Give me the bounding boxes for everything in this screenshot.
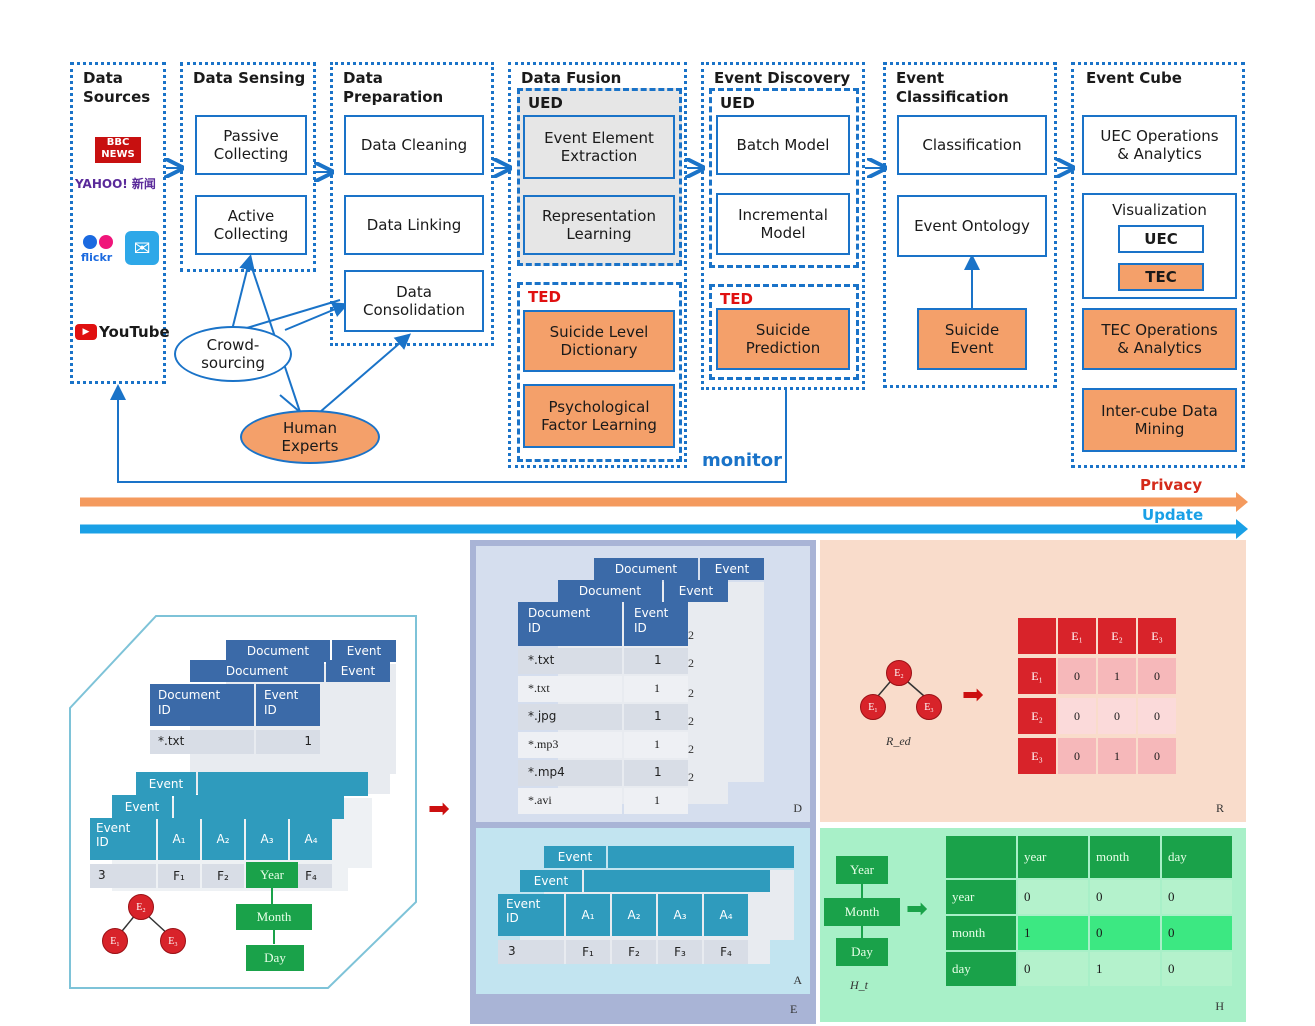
panel-e-label: E <box>790 1002 798 1016</box>
monitor-label: monitor <box>702 450 782 471</box>
data-preparation-title: Data Preparation <box>343 69 444 106</box>
representation-learning-box: Representation Learning <box>523 195 675 255</box>
transform-arrow-icon: ➡ <box>428 794 450 824</box>
data-sensing-title: Data Sensing <box>193 69 306 87</box>
passive-collecting-box: Passive Collecting <box>195 115 307 175</box>
fusion-ted-group: TED <box>517 282 682 462</box>
d-front-table: Document ID Event ID <box>518 602 688 822</box>
visualization-label: Visualization <box>1112 201 1207 219</box>
psychological-factor-learning-box: Psychological Factor Learning <box>523 384 675 448</box>
cube-hierarchy-links <box>271 888 275 944</box>
event-cube-title: Event Cube <box>1086 69 1182 87</box>
data-preparation-column: Data Preparation <box>330 62 494 346</box>
active-collecting-box: Active Collecting <box>195 195 307 255</box>
discovery-ted-label: TED <box>720 290 753 308</box>
data-cleaning-box: Data Cleaning <box>344 115 484 175</box>
cube-node-e3: E₃ <box>160 928 186 954</box>
discovery-ued-group: UED <box>709 88 859 268</box>
d-side-values: 2 2 2 2 2 2 <box>688 628 694 784</box>
incremental-model-box: Incremental Model <box>716 193 850 255</box>
fusion-ued-label: UED <box>528 94 563 112</box>
r-arrow-icon: ➡ <box>962 680 984 710</box>
r-node-e1: E₁ <box>860 694 886 720</box>
r-node-e2: E₂ <box>886 660 912 686</box>
uec-box: UEC <box>1118 225 1204 253</box>
flickr-logo: flickr <box>81 233 121 269</box>
data-fusion-title: Data Fusion <box>521 69 622 87</box>
suicide-level-dictionary-box: Suicide Level Dictionary <box>523 310 675 372</box>
cube-node-e1: E₁ <box>102 928 128 954</box>
update-label: Update <box>1142 506 1204 524</box>
event-ontology-box: Event Ontology <box>897 195 1047 257</box>
event-classification-title: Event Classification <box>896 69 1009 106</box>
panel-r-label: R <box>1215 801 1224 815</box>
e-front-table: Event ID A₁ A₂ A₃ A₄ 3 F₁ F₂ F₃ F₄ <box>498 894 768 968</box>
cube-node-e2: E₂ <box>128 894 154 920</box>
h-day-box: Day <box>836 938 888 966</box>
event-discovery-column: Event Discovery <box>701 62 865 390</box>
tec-operations-box: TEC Operations & Analytics <box>1082 308 1237 370</box>
h-matrix: year month day year 0 0 0 month 1 0 0 da… <box>946 836 1232 988</box>
panel-h-label: H <box>1215 999 1224 1013</box>
inter-cube-mining-box: Inter-cube Data Mining <box>1082 388 1237 452</box>
twitter-bird-icon: ✉ <box>125 231 159 265</box>
privacy-label: Privacy <box>1140 476 1203 494</box>
discovery-ued-label: UED <box>720 94 755 112</box>
uec-operations-box: UEC Operations & Analytics <box>1082 115 1237 175</box>
d-layer-mid: Document Event <box>558 580 728 804</box>
panel-a-label: A <box>793 973 802 987</box>
e-layer-back: Event <box>544 846 794 940</box>
suicide-prediction-box: Suicide Prediction <box>716 308 850 370</box>
table-row: 3 <box>498 940 564 964</box>
table-row: *.mp3 <box>518 732 622 758</box>
crowdsourcing-ellipse: Crowd- sourcing <box>174 326 292 382</box>
table-row: *.mp4 <box>518 760 622 786</box>
table-row: *.txt <box>518 676 622 702</box>
h-arrow-icon: ➡ <box>906 894 928 924</box>
data-sources-title: Data Sources <box>83 69 151 106</box>
h-hierarchy-links <box>861 884 863 938</box>
d-layer-back: Document Event <box>594 558 764 782</box>
bbc-news-logo: BBC NEWS <box>95 137 141 163</box>
event-discovery-title: Event Discovery <box>714 69 851 87</box>
cube-day-box: Day <box>246 945 304 971</box>
h-graph-label: H_t <box>850 978 868 992</box>
data-consolidation-box: Data Consolidation <box>344 270 484 332</box>
h-month-box: Month <box>824 898 900 926</box>
table-row: *.txt <box>518 648 622 674</box>
cube-year-box: Year <box>246 862 298 888</box>
batch-model-box: Batch Model <box>716 115 850 175</box>
visualization-box: Visualization UEC TEC <box>1082 193 1237 299</box>
h-year-box: Year <box>836 856 888 884</box>
r-node-e3: E₃ <box>916 694 942 720</box>
classification-box: Classification <box>897 115 1047 175</box>
discovery-ted-group: TED <box>709 284 859 380</box>
suicide-event-box: Suicide Event <box>917 308 1027 370</box>
data-sources-column: Data Sources BBC NEWS YAHOO! 新闻 flickr ✉… <box>70 62 170 384</box>
panel-d-label: D <box>793 801 802 815</box>
table-row: *.jpg <box>518 704 622 730</box>
tec-box: TEC <box>1118 263 1204 291</box>
event-cube-column: Event Cube <box>1071 62 1245 468</box>
event-element-extraction-box: Event Element Extraction <box>523 115 675 179</box>
fusion-ted-label: TED <box>528 288 561 306</box>
cube-doc-layer-front: Document ID Event ID *.txt 1 <box>150 684 320 764</box>
e-layer-mid: Event <box>520 870 770 964</box>
yahoo-logo: YAHOO! 新闻 <box>75 177 156 191</box>
human-experts-ellipse: Human Experts <box>240 410 380 464</box>
cube-month-box: Month <box>236 904 312 930</box>
data-linking-box: Data Linking <box>344 195 484 255</box>
d-rows: *.txt 1 *.txt 1 *.jpg 1 *.mp3 1 *.mp4 1 … <box>518 648 688 818</box>
data-fusion-column: Data Fusion <box>508 62 687 468</box>
pipeline-connectors <box>80 0 1248 539</box>
r-graph-edges <box>877 681 925 697</box>
r-graph-label: R_ed <box>886 734 911 748</box>
cube-event-layer-front: Event ID A₁ A₂ A₃ A₄ 3 F₁ F₂ F₄ <box>90 818 340 898</box>
data-sensing-column: Data Sensing <box>180 62 316 272</box>
youtube-logo: ▶ YouTube <box>75 323 170 341</box>
table-row: *.avi <box>518 788 622 814</box>
event-classification-column: Event Classification <box>883 62 1057 388</box>
r-matrix: E₁ E₂ E₃ E₁ 0 1 0 E₂ 0 0 0 E₃ 0 1 0 <box>1018 618 1178 778</box>
